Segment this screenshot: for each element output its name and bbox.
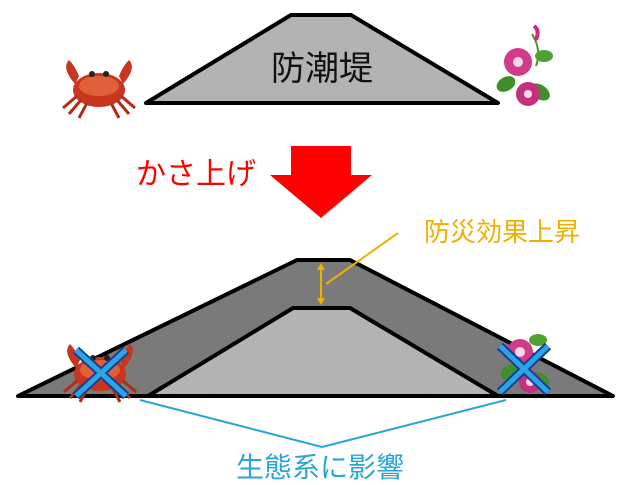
impact-label: 生態系に影響	[236, 451, 404, 484]
height-increase-arrow	[317, 263, 325, 305]
raise-label: かさ上げ	[136, 157, 256, 192]
effect-leader-line	[325, 232, 399, 285]
raise-arrow	[270, 146, 372, 218]
original-levee-inner	[146, 306, 500, 398]
effect-label: 防災効果上昇	[424, 218, 580, 248]
crab-icon	[62, 60, 136, 119]
cross-mark-left	[72, 346, 130, 400]
levee-label: 防潮堤	[271, 49, 373, 89]
cross-mark-right	[496, 342, 552, 396]
original-levee	[144, 13, 500, 105]
impact-leader-lines	[139, 399, 507, 448]
morning-glory-icon	[496, 24, 553, 106]
